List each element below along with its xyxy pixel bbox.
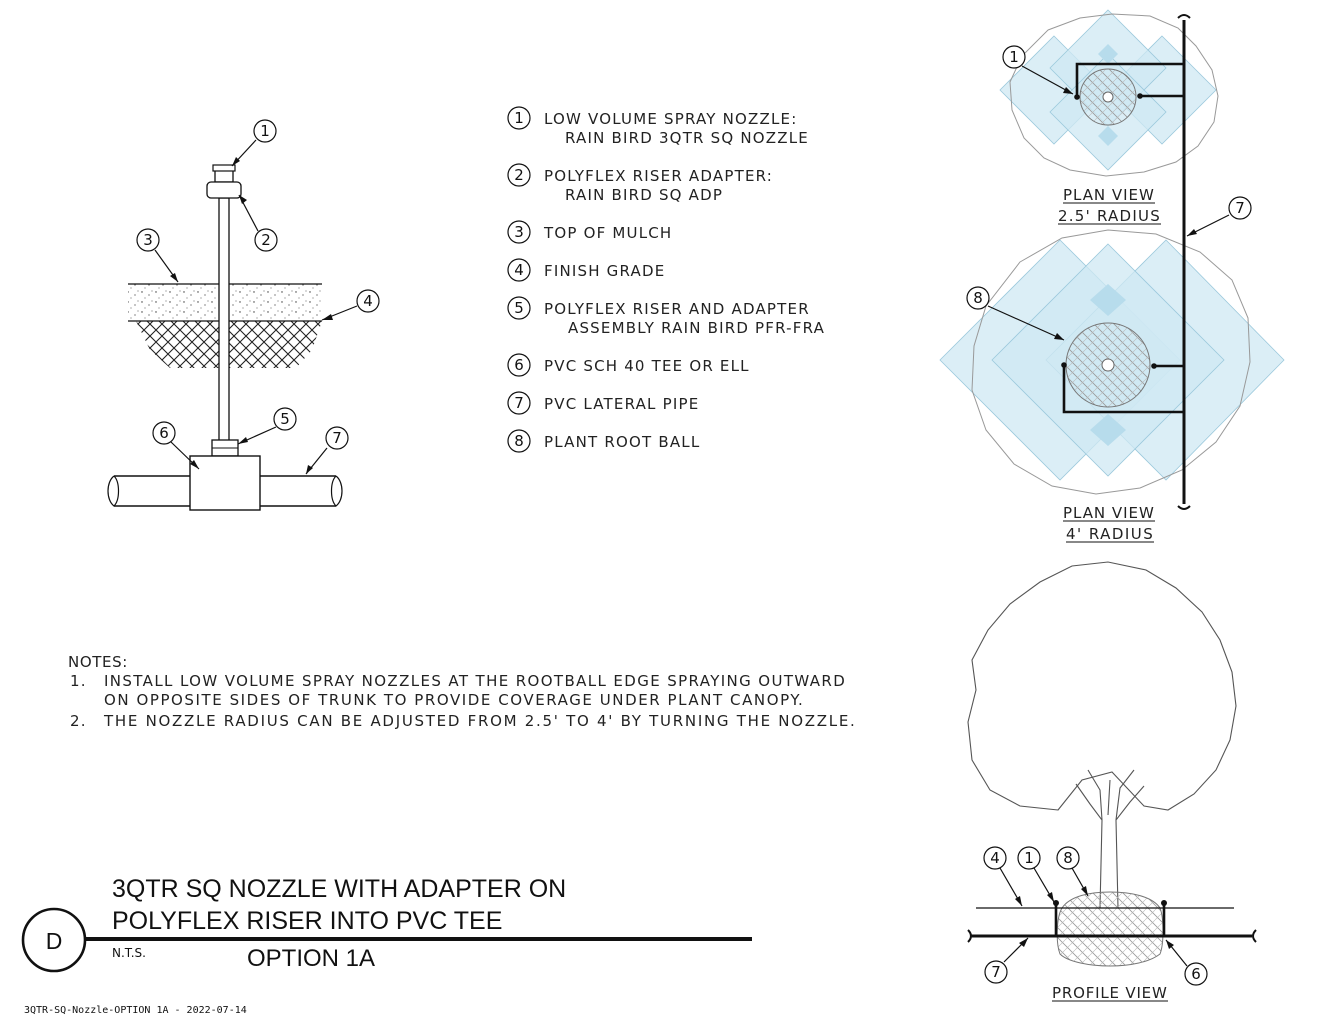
plan-label: 4' RADIUS	[1066, 525, 1154, 543]
legend-num: 5	[514, 299, 524, 317]
pvc-tee	[189, 455, 261, 511]
callout-6: 6	[1191, 965, 1201, 983]
plan-label: 2.5' RADIUS	[1058, 207, 1161, 225]
callout-6: 6	[159, 424, 169, 442]
plan-lateral-pipe	[1177, 14, 1191, 510]
callout-7: 7	[991, 963, 1001, 981]
callout-4: 4	[990, 849, 1000, 867]
legend-text: RAIN BIRD 3QTR SQ NOZZLE	[565, 129, 809, 147]
canopy-outline	[1009, 13, 1219, 177]
callout-7: 7	[1235, 199, 1245, 217]
legend-num: 2	[514, 166, 524, 184]
title-block: D 3QTR SQ NOZZLE WITH ADAPTER ON POLYFLE…	[21, 875, 752, 1016]
legend-num: 3	[514, 223, 524, 241]
scale-label: N.T.S.	[112, 946, 146, 960]
polyflex-riser	[218, 197, 230, 445]
notes: NOTES: 1. INSTALL LOW VOLUME SPRAY NOZZL…	[68, 653, 856, 730]
tree-canopy	[967, 561, 1237, 811]
legend-text: RAIN BIRD SQ ADP	[565, 186, 723, 204]
notes-heading: NOTES:	[68, 653, 128, 671]
profile-root-ball	[1056, 891, 1164, 967]
detail-title: POLYFLEX RISER INTO PVC TEE	[112, 907, 502, 935]
legend-num: 7	[514, 394, 524, 412]
tree-trunk	[1075, 769, 1145, 909]
pvc-lateral-pipe	[114, 475, 336, 507]
callout-3: 3	[143, 231, 153, 249]
legend-num: 8	[514, 432, 524, 450]
note-number: 2.	[70, 712, 87, 730]
legend-text: FINISH GRADE	[544, 262, 665, 280]
note-text: INSTALL LOW VOLUME SPRAY NOZZLES AT THE …	[104, 672, 846, 690]
legend-num: 4	[514, 261, 524, 279]
option-label: OPTION 1A	[247, 945, 375, 972]
legend-text: TOP OF MULCH	[543, 224, 672, 242]
legend-text: PLANT ROOT BALL	[544, 433, 700, 451]
legend: 1 2 3 4 5 6 7 8 LOW VOLUME SPRAY NOZZLE:…	[507, 106, 825, 453]
file-footer: 3QTR-SQ-Nozzle-OPTION 1A - 2022-07-14	[24, 1005, 247, 1016]
profile-view: 4 1 8 7 6 PROFILE VIEW	[967, 561, 1257, 1002]
plan-view-large: PLAN VIEW 4' RADIUS	[939, 229, 1285, 543]
detail-letter: D	[46, 928, 63, 954]
legend-text: POLYFLEX RISER AND ADAPTER	[544, 300, 810, 318]
callout-2: 2	[261, 231, 271, 249]
legend-num: 1	[514, 109, 524, 127]
callout-7: 7	[332, 429, 342, 447]
callout-1: 1	[1024, 849, 1034, 867]
note-text: ON OPPOSITE SIDES OF TRUNK TO PROVIDE CO…	[104, 691, 804, 709]
detail-title: 3QTR SQ NOZZLE WITH ADAPTER ON	[112, 875, 566, 903]
plan-label: PLAN VIEW	[1063, 504, 1155, 522]
note-number: 1.	[70, 672, 87, 690]
callout-1: 1	[260, 122, 270, 140]
section-detail: 1 2 3 4 5 6 7	[107, 119, 380, 511]
legend-text: PVC SCH 40 TEE OR ELL	[544, 357, 750, 375]
callout-1: 1	[1009, 48, 1019, 66]
legend-text: POLYFLEX RISER ADAPTER:	[544, 167, 773, 185]
canopy-outline	[971, 229, 1251, 495]
note-text: THE NOZZLE RADIUS CAN BE ADJUSTED FROM 2…	[103, 712, 856, 730]
legend-text: ASSEMBLY RAIN BIRD PFR-FRA	[568, 319, 825, 337]
callout-4: 4	[363, 292, 373, 310]
legend-text: LOW VOLUME SPRAY NOZZLE:	[544, 110, 798, 128]
legend-num: 6	[514, 356, 524, 374]
callout-8: 8	[1063, 849, 1073, 867]
callout-5: 5	[280, 410, 290, 428]
legend-text: PVC LATERAL PIPE	[544, 395, 699, 413]
profile-label: PROFILE VIEW	[1052, 984, 1168, 1002]
riser-adapter	[206, 181, 242, 199]
callout-8: 8	[973, 289, 983, 307]
plan-label: PLAN VIEW	[1063, 186, 1155, 204]
spray-nozzle	[214, 169, 234, 183]
